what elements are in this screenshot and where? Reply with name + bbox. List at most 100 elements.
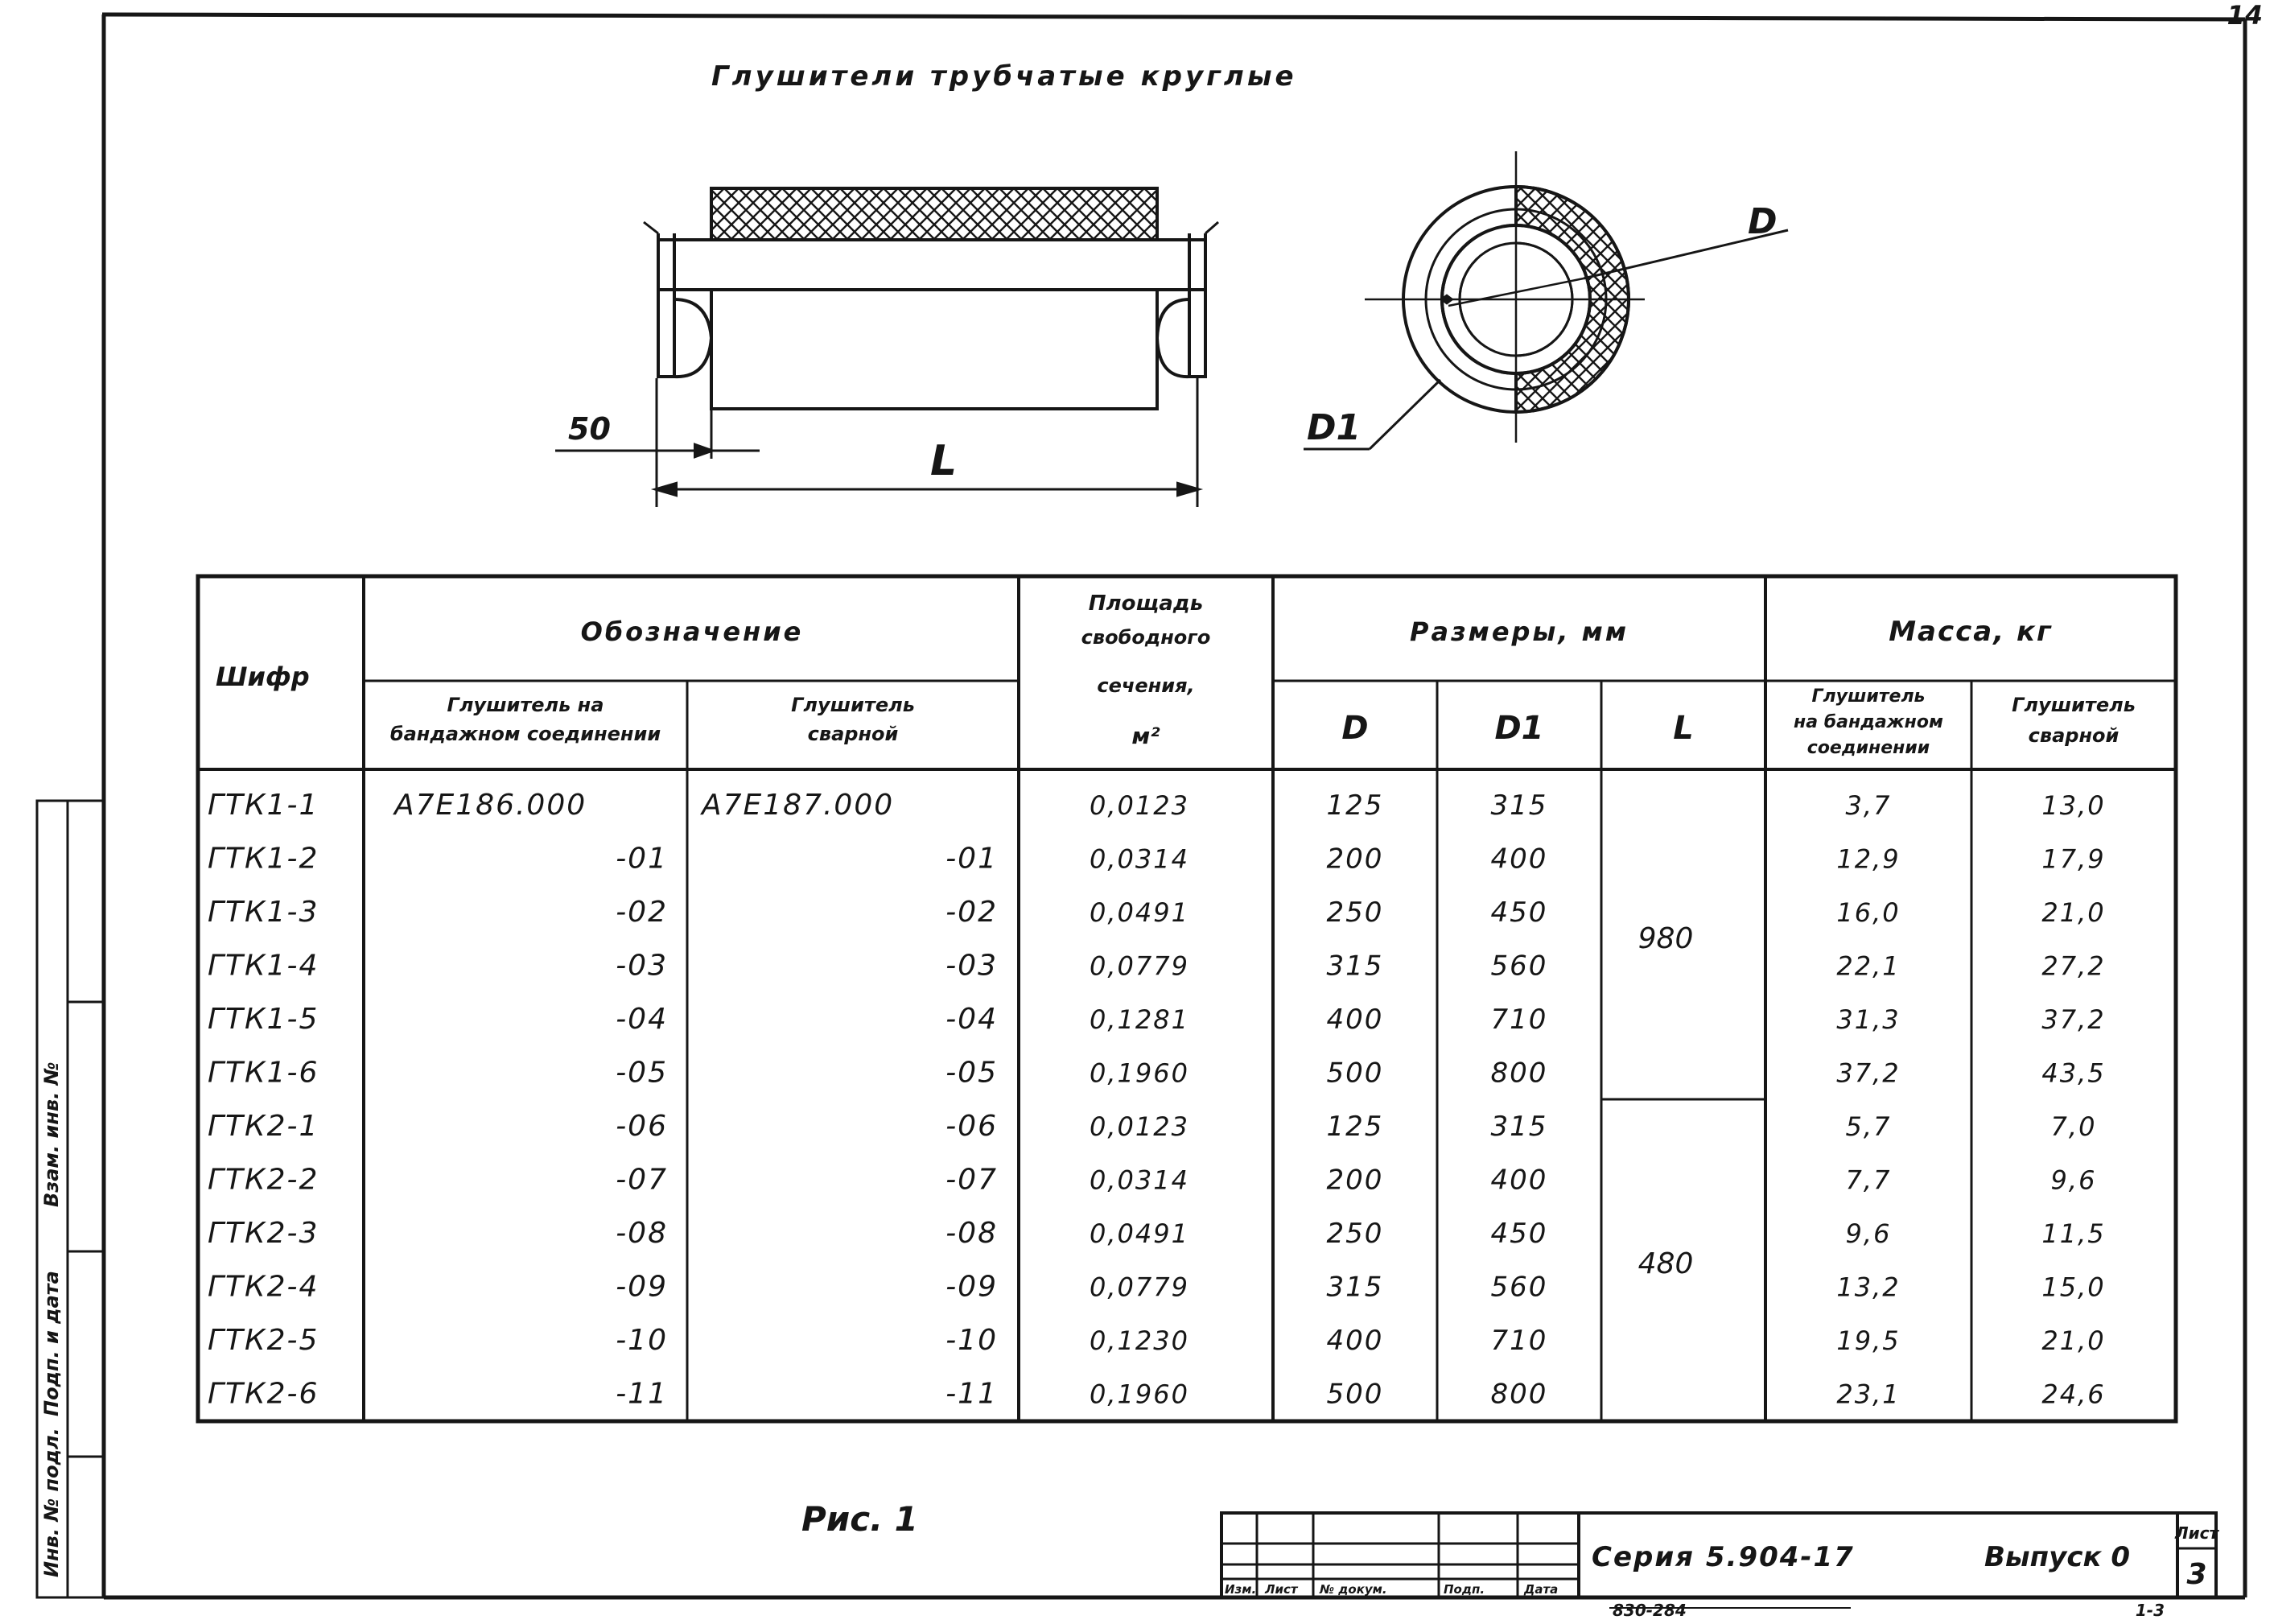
footer-right-code: 1-3 xyxy=(2136,1601,2165,1620)
end-view-drawing xyxy=(1304,151,1789,451)
cell-D1: 400 xyxy=(1491,1164,1548,1197)
cell-mass-weld: 13,0 xyxy=(2041,790,2105,821)
cell-designation-weld: -08 xyxy=(945,1217,998,1250)
cell-area: 0,0779 xyxy=(1090,951,1189,982)
cell-mass-band: 31,3 xyxy=(1836,1004,1900,1035)
cell-D: 125 xyxy=(1327,789,1384,822)
cell-designation-band: -03 xyxy=(616,950,668,983)
cell-D1: 315 xyxy=(1491,789,1548,822)
cell-designation-weld: -01 xyxy=(945,843,998,876)
header-area-2: свободного xyxy=(1081,626,1211,649)
margin-label-podp-data: Подп. и дата xyxy=(40,1271,63,1416)
header-designation: Обозначение xyxy=(581,616,804,647)
cell-code: ГТК2-3 xyxy=(208,1217,319,1250)
cell-mass-band: 37,2 xyxy=(1836,1058,1900,1089)
cell-mass-band: 22,1 xyxy=(1836,951,1900,982)
cell-D: 200 xyxy=(1327,843,1384,876)
cell-mass-band: 13,2 xyxy=(1836,1272,1900,1303)
cell-designation-weld: А7Е187.000 xyxy=(700,789,894,822)
cell-D: 125 xyxy=(1327,1111,1384,1143)
cell-area: 0,1960 xyxy=(1090,1058,1189,1089)
cell-mass-weld: 21,0 xyxy=(2041,897,2105,928)
cell-designation-weld: -02 xyxy=(945,896,998,929)
stamp-label-data: Дата xyxy=(1523,1582,1558,1597)
cell-D1: 450 xyxy=(1491,896,1548,929)
cell-mass-band: 12,9 xyxy=(1836,844,1900,875)
cell-area: 0,0123 xyxy=(1090,790,1189,821)
cell-D: 315 xyxy=(1327,950,1384,983)
L-value-group-1: 980 xyxy=(1638,922,1694,955)
cell-mass-weld: 17,9 xyxy=(2041,844,2105,875)
cell-code: ГТК1-3 xyxy=(208,896,319,929)
cell-designation-weld: -11 xyxy=(945,1378,998,1411)
cell-D: 500 xyxy=(1327,1057,1384,1090)
cell-D1: 560 xyxy=(1491,950,1548,983)
header-mass: Масса, кг xyxy=(1889,616,2053,648)
data-table-grid xyxy=(196,574,2178,1424)
dim-inner-label: D1 xyxy=(1307,407,1361,448)
cell-designation-band: -08 xyxy=(616,1217,668,1250)
cell-area: 0,0314 xyxy=(1090,844,1189,875)
cell-code: ГТК2-4 xyxy=(208,1271,319,1304)
cell-designation-band: -10 xyxy=(616,1324,668,1357)
cell-code: ГТК2-2 xyxy=(208,1164,319,1197)
cell-D1: 560 xyxy=(1491,1272,1548,1304)
cell-designation-band: А7Е186.000 xyxy=(393,789,587,822)
stamp-label-podp: Подп. xyxy=(1444,1582,1485,1597)
figure-caption: Рис. 1 xyxy=(801,1499,918,1539)
cell-mass-band: 23,1 xyxy=(1836,1379,1900,1410)
cell-D: 400 xyxy=(1327,1325,1384,1357)
cell-mass-band: 16,0 xyxy=(1836,897,1900,928)
L-value-group-2: 480 xyxy=(1638,1247,1694,1280)
cell-code: ГТК1-2 xyxy=(208,843,319,876)
cell-designation-weld: -10 xyxy=(945,1324,998,1357)
header-designation-band-2: бандажном соединении xyxy=(390,723,661,745)
cell-mass-weld: 24,6 xyxy=(2041,1379,2105,1410)
header-mass-weld-1: Глушитель xyxy=(2012,694,2136,716)
cell-designation-band: -04 xyxy=(616,1003,668,1036)
header-area-3: сечения, xyxy=(1097,674,1194,697)
cell-designation-weld: -07 xyxy=(945,1164,998,1197)
sheet-number: 3 xyxy=(2186,1558,2206,1591)
cell-area: 0,0314 xyxy=(1090,1165,1189,1196)
cell-D: 200 xyxy=(1327,1164,1384,1197)
cell-mass-weld: 7,0 xyxy=(2051,1111,2097,1142)
cell-D1: 450 xyxy=(1491,1218,1548,1250)
cell-designation-weld: -04 xyxy=(945,1003,998,1036)
cell-designation-band: -07 xyxy=(616,1164,668,1197)
header-shifr: Шифр xyxy=(216,662,310,692)
cell-area: 0,0491 xyxy=(1090,897,1189,928)
header-L: L xyxy=(1673,710,1694,747)
header-designation-weld-1: Глушитель xyxy=(791,694,915,716)
cell-code: ГТК2-1 xyxy=(208,1110,319,1143)
cell-code: ГТК1-4 xyxy=(208,950,319,983)
sheet-label: Лист xyxy=(2174,1523,2219,1543)
cell-mass-weld: 37,2 xyxy=(2041,1004,2105,1035)
dim-offset-label: 50 xyxy=(568,411,611,447)
cell-D: 250 xyxy=(1327,1218,1384,1250)
cell-area: 0,1281 xyxy=(1090,1004,1189,1035)
cell-designation-weld: -06 xyxy=(945,1110,998,1143)
issue-number: Выпуск 0 xyxy=(1984,1541,2130,1573)
cell-mass-weld: 11,5 xyxy=(2041,1218,2105,1249)
header-designation-band-1: Глушитель на xyxy=(447,694,604,716)
cell-code: ГТК1-6 xyxy=(208,1057,319,1090)
cell-code: ГТК1-5 xyxy=(208,1003,319,1036)
cell-D: 400 xyxy=(1327,1004,1384,1036)
cell-code: ГТК2-5 xyxy=(208,1324,319,1357)
cell-mass-weld: 15,0 xyxy=(2041,1272,2105,1303)
stamp-label-doc: № докум. xyxy=(1319,1582,1387,1597)
stamp-label-izm: Изм. xyxy=(1225,1582,1256,1597)
cell-mass-weld: 43,5 xyxy=(2041,1058,2105,1089)
header-mass-band-3: соединении xyxy=(1807,738,1930,758)
cell-mass-weld: 9,6 xyxy=(2051,1165,2097,1196)
